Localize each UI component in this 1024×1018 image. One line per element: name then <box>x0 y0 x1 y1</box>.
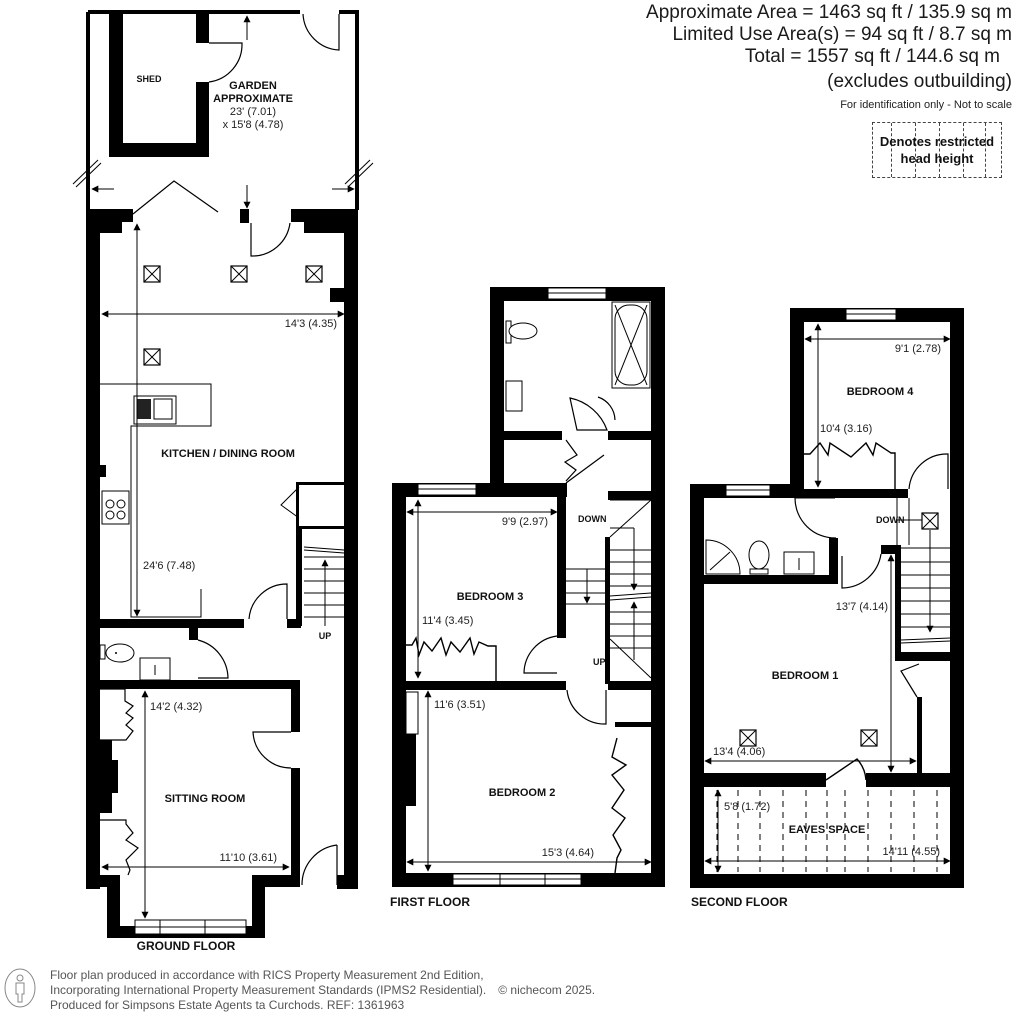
legend-line2: head height <box>900 151 974 166</box>
sink-icon <box>133 395 177 425</box>
skylight-icon <box>860 729 878 747</box>
garden-label-2: APPROXIMATE <box>213 93 293 105</box>
stairs-down-label: DOWN <box>578 514 607 524</box>
ground-floor-stairs: UP <box>303 546 345 641</box>
shower-icon <box>705 539 741 575</box>
sitting-room-length: 14'2 (4.32) <box>150 701 202 713</box>
footer-text: Floor plan produced in accordance with R… <box>50 968 595 1013</box>
skylight-icon <box>739 729 757 747</box>
bath-icon <box>611 301 651 389</box>
bedroom3-width: 9'9 (2.97) <box>502 516 548 528</box>
ground-floor-label: GROUND FLOOR <box>137 939 236 953</box>
footer-line2-wrap: Incorporating International Property Mea… <box>50 983 595 998</box>
bedroom4-width: 9'1 (2.78) <box>895 343 941 355</box>
area-summary: Approximate Area = 1463 sq ft / 135.9 sq… <box>646 2 1012 111</box>
eaves-depth: 5'8 (1.72) <box>724 801 770 813</box>
restricted-height-icon <box>921 512 939 530</box>
bedroom1-width: 13'4 (4.06) <box>713 746 765 758</box>
bedroom3-label: BEDROOM 3 <box>457 591 524 603</box>
limited-use-area: Limited Use Area(s) = 94 sq ft / 8.7 sq … <box>672 24 1012 45</box>
shed: SHED <box>109 14 243 157</box>
skylight-icon <box>143 265 161 283</box>
garden-area <box>72 10 374 210</box>
basin-icon <box>783 551 815 575</box>
ground-floor-plan: SHED GARDEN APPROXIMATE 23' (7.01) x 15'… <box>72 10 374 953</box>
bedroom1-length: 13'7 (4.14) <box>836 601 888 613</box>
bedroom3-length: 11'4 (3.45) <box>422 615 473 627</box>
eaves-label: EAVES SPACE <box>789 824 866 836</box>
skylight-icon <box>143 348 161 366</box>
garden-dim-1: 23' (7.01) <box>230 106 276 118</box>
garden-label-1: GARDEN <box>229 80 277 92</box>
wc-icon <box>748 540 770 575</box>
ground-floor-walls <box>86 209 358 938</box>
sitting-room-width: 11'10 (3.61) <box>219 852 277 864</box>
footer-line1: Floor plan produced in accordance with R… <box>50 968 484 982</box>
bedroom1-label: BEDROOM 1 <box>772 670 839 682</box>
sitting-room-label: SITTING ROOM <box>165 793 246 805</box>
restricted-height-legend: Denotes restricted head height <box>872 122 1002 178</box>
person-icon <box>4 968 36 1008</box>
bedroom2-length: 11'6 (3.51) <box>434 699 485 711</box>
garden-dim-2: x 15'8 (4.78) <box>223 119 284 131</box>
basin-icon <box>139 657 171 681</box>
wc-icon <box>505 320 538 344</box>
skylight-icon <box>230 265 248 283</box>
kitchen-width: 14'3 (4.35) <box>285 318 337 330</box>
approximate-area: Approximate Area = 1463 sq ft / 135.9 sq… <box>646 2 1012 23</box>
skylight-icon <box>305 265 323 283</box>
stairs-down-label: DOWN <box>876 515 905 525</box>
bay-window <box>134 919 247 935</box>
copyright: © nichecom 2025. <box>498 983 596 997</box>
footer: Floor plan produced in accordance with R… <box>0 966 700 1016</box>
footer-line2: Incorporating International Property Mea… <box>50 983 487 997</box>
bedroom4-label: BEDROOM 4 <box>847 386 915 398</box>
first-floor-plan: DOWN UP 9'9 (2.97) 11'4 (3.45) BEDROOM 3… <box>390 287 665 909</box>
second-floor-label: SECOND FLOOR <box>691 895 788 909</box>
wc-icon <box>99 643 135 663</box>
stairs-up-label: UP <box>319 631 332 641</box>
bedroom2-width: 15'3 (4.64) <box>542 847 594 859</box>
total-area: Total = 1557 sq ft / 144.6 sq m <box>744 46 1000 67</box>
legend-label: Denotes restricted head height <box>873 133 1001 167</box>
second-floor-plan: DOWN 9'1 (2.78) 10'4 (3.16) BEDROOM 4 <box>690 308 964 909</box>
kitchen-length: 24'6 (7.48) <box>143 560 195 572</box>
excludes-note: (excludes outbuilding) <box>827 71 1012 92</box>
bedroom4-length: 10'4 (3.16) <box>820 423 872 435</box>
first-floor-stairs: DOWN UP <box>566 499 652 679</box>
eaves-width: 14'11 (4.55) <box>882 846 940 858</box>
second-floor-walls <box>690 308 964 888</box>
shed-label: SHED <box>136 74 162 84</box>
hob-icon <box>101 490 130 525</box>
basin-icon <box>505 380 523 412</box>
first-floor-label: FIRST FLOOR <box>390 895 470 909</box>
stairs-up-label: UP <box>593 657 606 667</box>
bedroom2-label: BEDROOM 2 <box>489 787 556 799</box>
legend-line1: Denotes restricted <box>879 134 995 149</box>
scale-note: For identification only - Not to scale <box>840 99 1012 111</box>
kitchen-label: KITCHEN / DINING ROOM <box>161 448 295 460</box>
second-floor-stairs: DOWN <box>876 498 951 644</box>
footer-line3: Produced for Simpsons Estate Agents ta C… <box>50 998 405 1012</box>
